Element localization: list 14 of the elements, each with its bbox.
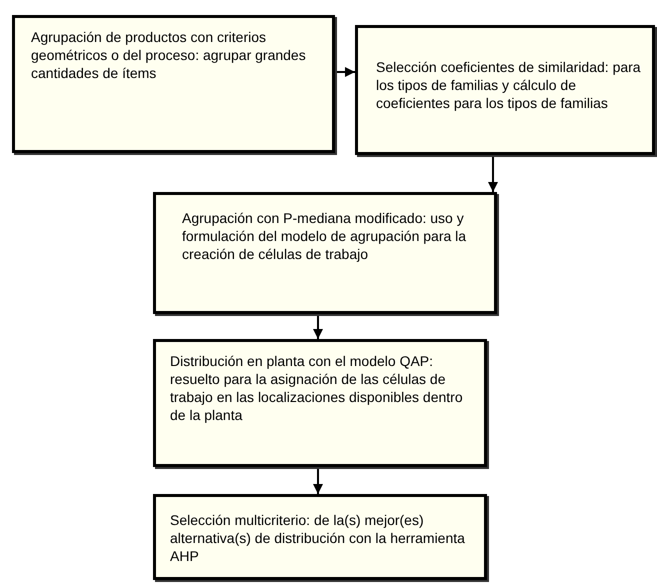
step-text: Agrupación con P-mediana modificado: uso y formulación del modelo de agrupación para la creación de células de trabajo [182, 209, 468, 263]
step-text: Agrupación de productos con criterios geométricos o del proceso: agrupar grandes cantidades de ítems [31, 28, 307, 82]
arrow [335, 67, 355, 77]
process-box [355, 25, 655, 155]
process-box [12, 15, 335, 153]
step-text: Selección multicriterio: de la(s) mejor(es) alternativa(s) de distribución con la herramienta AHP [170, 511, 466, 565]
arrow [313, 467, 323, 494]
step-text: Distribución en planta con el modelo QAP: resuelto para la asignación de las células de trabajo en las localizaciones disponibles dentro de la planta [170, 352, 464, 424]
process-box [153, 494, 487, 580]
arrow [313, 314, 323, 339]
process-box [153, 192, 497, 314]
step-text: Selección coeficientes de similaridad: para los tipos de familias y cálculo de coeficientes para los tipos de familias [376, 58, 642, 112]
arrow [488, 155, 498, 192]
process-box [153, 339, 487, 467]
